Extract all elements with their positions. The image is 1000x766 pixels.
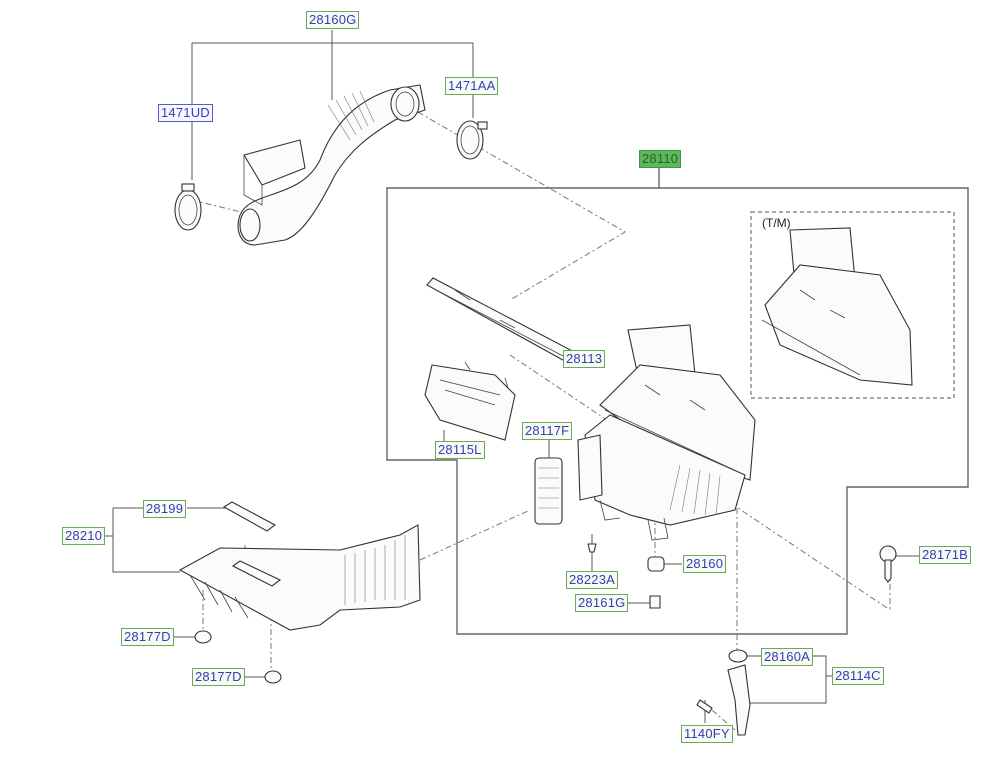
part-label-28199[interactable]: 28199	[143, 500, 187, 518]
part-label-28115l[interactable]: 28115L	[435, 441, 485, 459]
part-28115l-resonator	[424, 361, 516, 441]
part-label-28160[interactable]: 28160	[683, 555, 727, 573]
part-label-28177d-b[interactable]: 28177D	[192, 668, 245, 686]
part-label-28110[interactable]: 28110	[639, 150, 682, 168]
part-label-28160g[interactable]: 28160G	[306, 11, 360, 29]
hose-clamps	[174, 120, 488, 231]
part-label-28210[interactable]: 28210	[62, 527, 106, 545]
part-label-1140fy[interactable]: 1140FY	[681, 725, 733, 743]
part-label-1471ud[interactable]: 1471UD	[158, 104, 213, 122]
part-label-28160a[interactable]: 28160A	[761, 648, 814, 666]
part-28210-duct	[178, 501, 421, 631]
tm-variant-cover	[761, 227, 913, 386]
part-label-28114c[interactable]: 28114C	[832, 667, 884, 685]
part-label-28117f[interactable]: 28117F	[522, 422, 573, 440]
part-28117f-element	[534, 457, 563, 525]
part-label-28223a[interactable]: 28223A	[566, 571, 619, 589]
part-28113-strip	[426, 277, 581, 366]
intake-hose	[237, 84, 426, 246]
fasteners	[194, 543, 897, 736]
leader-lines	[104, 30, 969, 723]
variant-note: (T/M)	[762, 216, 791, 230]
air-cleaner-body	[577, 324, 756, 541]
part-label-28161g[interactable]: 28161G	[575, 594, 629, 612]
part-label-28171b[interactable]: 28171B	[919, 546, 972, 564]
part-label-28177d-a[interactable]: 28177D	[121, 628, 174, 646]
part-label-1471aa[interactable]: 1471AA	[445, 77, 499, 95]
part-label-28113[interactable]: 28113	[563, 350, 606, 368]
